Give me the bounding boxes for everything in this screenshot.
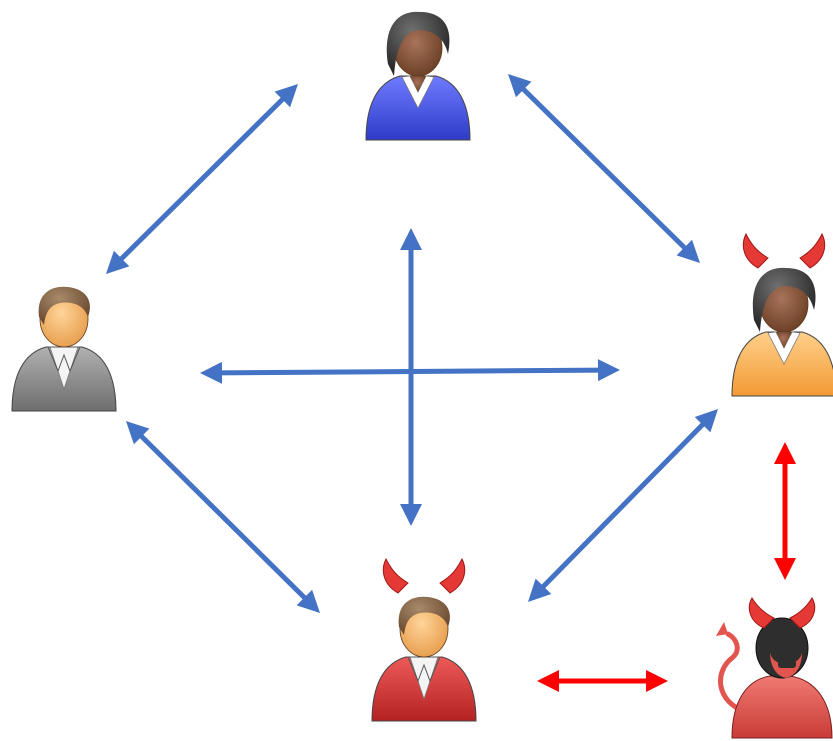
edge-left-person-to-right-person xyxy=(200,359,620,384)
arrowhead-end xyxy=(646,670,668,692)
arrowhead-start xyxy=(400,228,422,250)
left-person-person-icon xyxy=(11,286,117,412)
top-person-person-icon xyxy=(365,11,471,141)
arrowhead-start xyxy=(694,409,718,433)
neck xyxy=(410,76,426,92)
arrowhead-end xyxy=(296,589,320,613)
right-person-person-icon xyxy=(731,232,833,397)
horn-left xyxy=(382,557,409,594)
arrowhead-start xyxy=(274,84,298,108)
edge-shaft xyxy=(136,431,310,603)
arrowhead-end xyxy=(597,359,620,382)
hair xyxy=(38,286,90,325)
edge-shaft xyxy=(217,367,603,376)
hair xyxy=(398,596,450,635)
nodes-layer xyxy=(11,11,833,739)
arrowhead-end xyxy=(400,504,422,526)
horn-left xyxy=(742,232,769,269)
arrowhead-start xyxy=(774,442,796,464)
edge-left-person-to-bottom-person xyxy=(126,421,320,613)
bottom-person-person-icon xyxy=(371,557,477,722)
arrowhead-start xyxy=(126,421,150,445)
edge-top-person-to-bottom-person xyxy=(400,228,422,526)
lapels xyxy=(407,656,441,683)
arrowhead-end xyxy=(106,250,130,274)
hair xyxy=(752,267,816,332)
devil-mouth xyxy=(778,660,796,668)
tail xyxy=(718,631,749,715)
arrowhead-end xyxy=(774,558,796,580)
arrowhead-start xyxy=(508,74,532,98)
arrowhead-end xyxy=(528,578,552,602)
tail-tip xyxy=(716,622,728,636)
horn-right xyxy=(789,597,816,629)
edge-bottom-person-to-devil xyxy=(537,670,668,692)
lapels xyxy=(47,346,81,373)
horn-left xyxy=(748,597,775,629)
horn-right xyxy=(439,557,466,594)
arrowhead-start xyxy=(537,670,559,692)
arrowhead-end xyxy=(676,239,700,263)
edge-shaft xyxy=(518,84,690,253)
arrowhead-start xyxy=(200,361,223,384)
devil-icon xyxy=(716,597,833,739)
hair xyxy=(386,11,450,76)
suit xyxy=(731,331,833,397)
edge-shaft xyxy=(538,419,708,592)
edges-layer xyxy=(106,74,796,692)
devil-body xyxy=(731,675,833,739)
edge-shaft xyxy=(116,94,288,264)
edge-right-person-to-devil xyxy=(774,442,796,580)
horn-right xyxy=(799,232,826,269)
edge-top-person-to-right-person xyxy=(508,74,700,263)
edge-top-person-to-left-person xyxy=(106,84,298,274)
edge-right-person-to-bottom-person xyxy=(528,409,718,602)
neck xyxy=(776,332,792,348)
